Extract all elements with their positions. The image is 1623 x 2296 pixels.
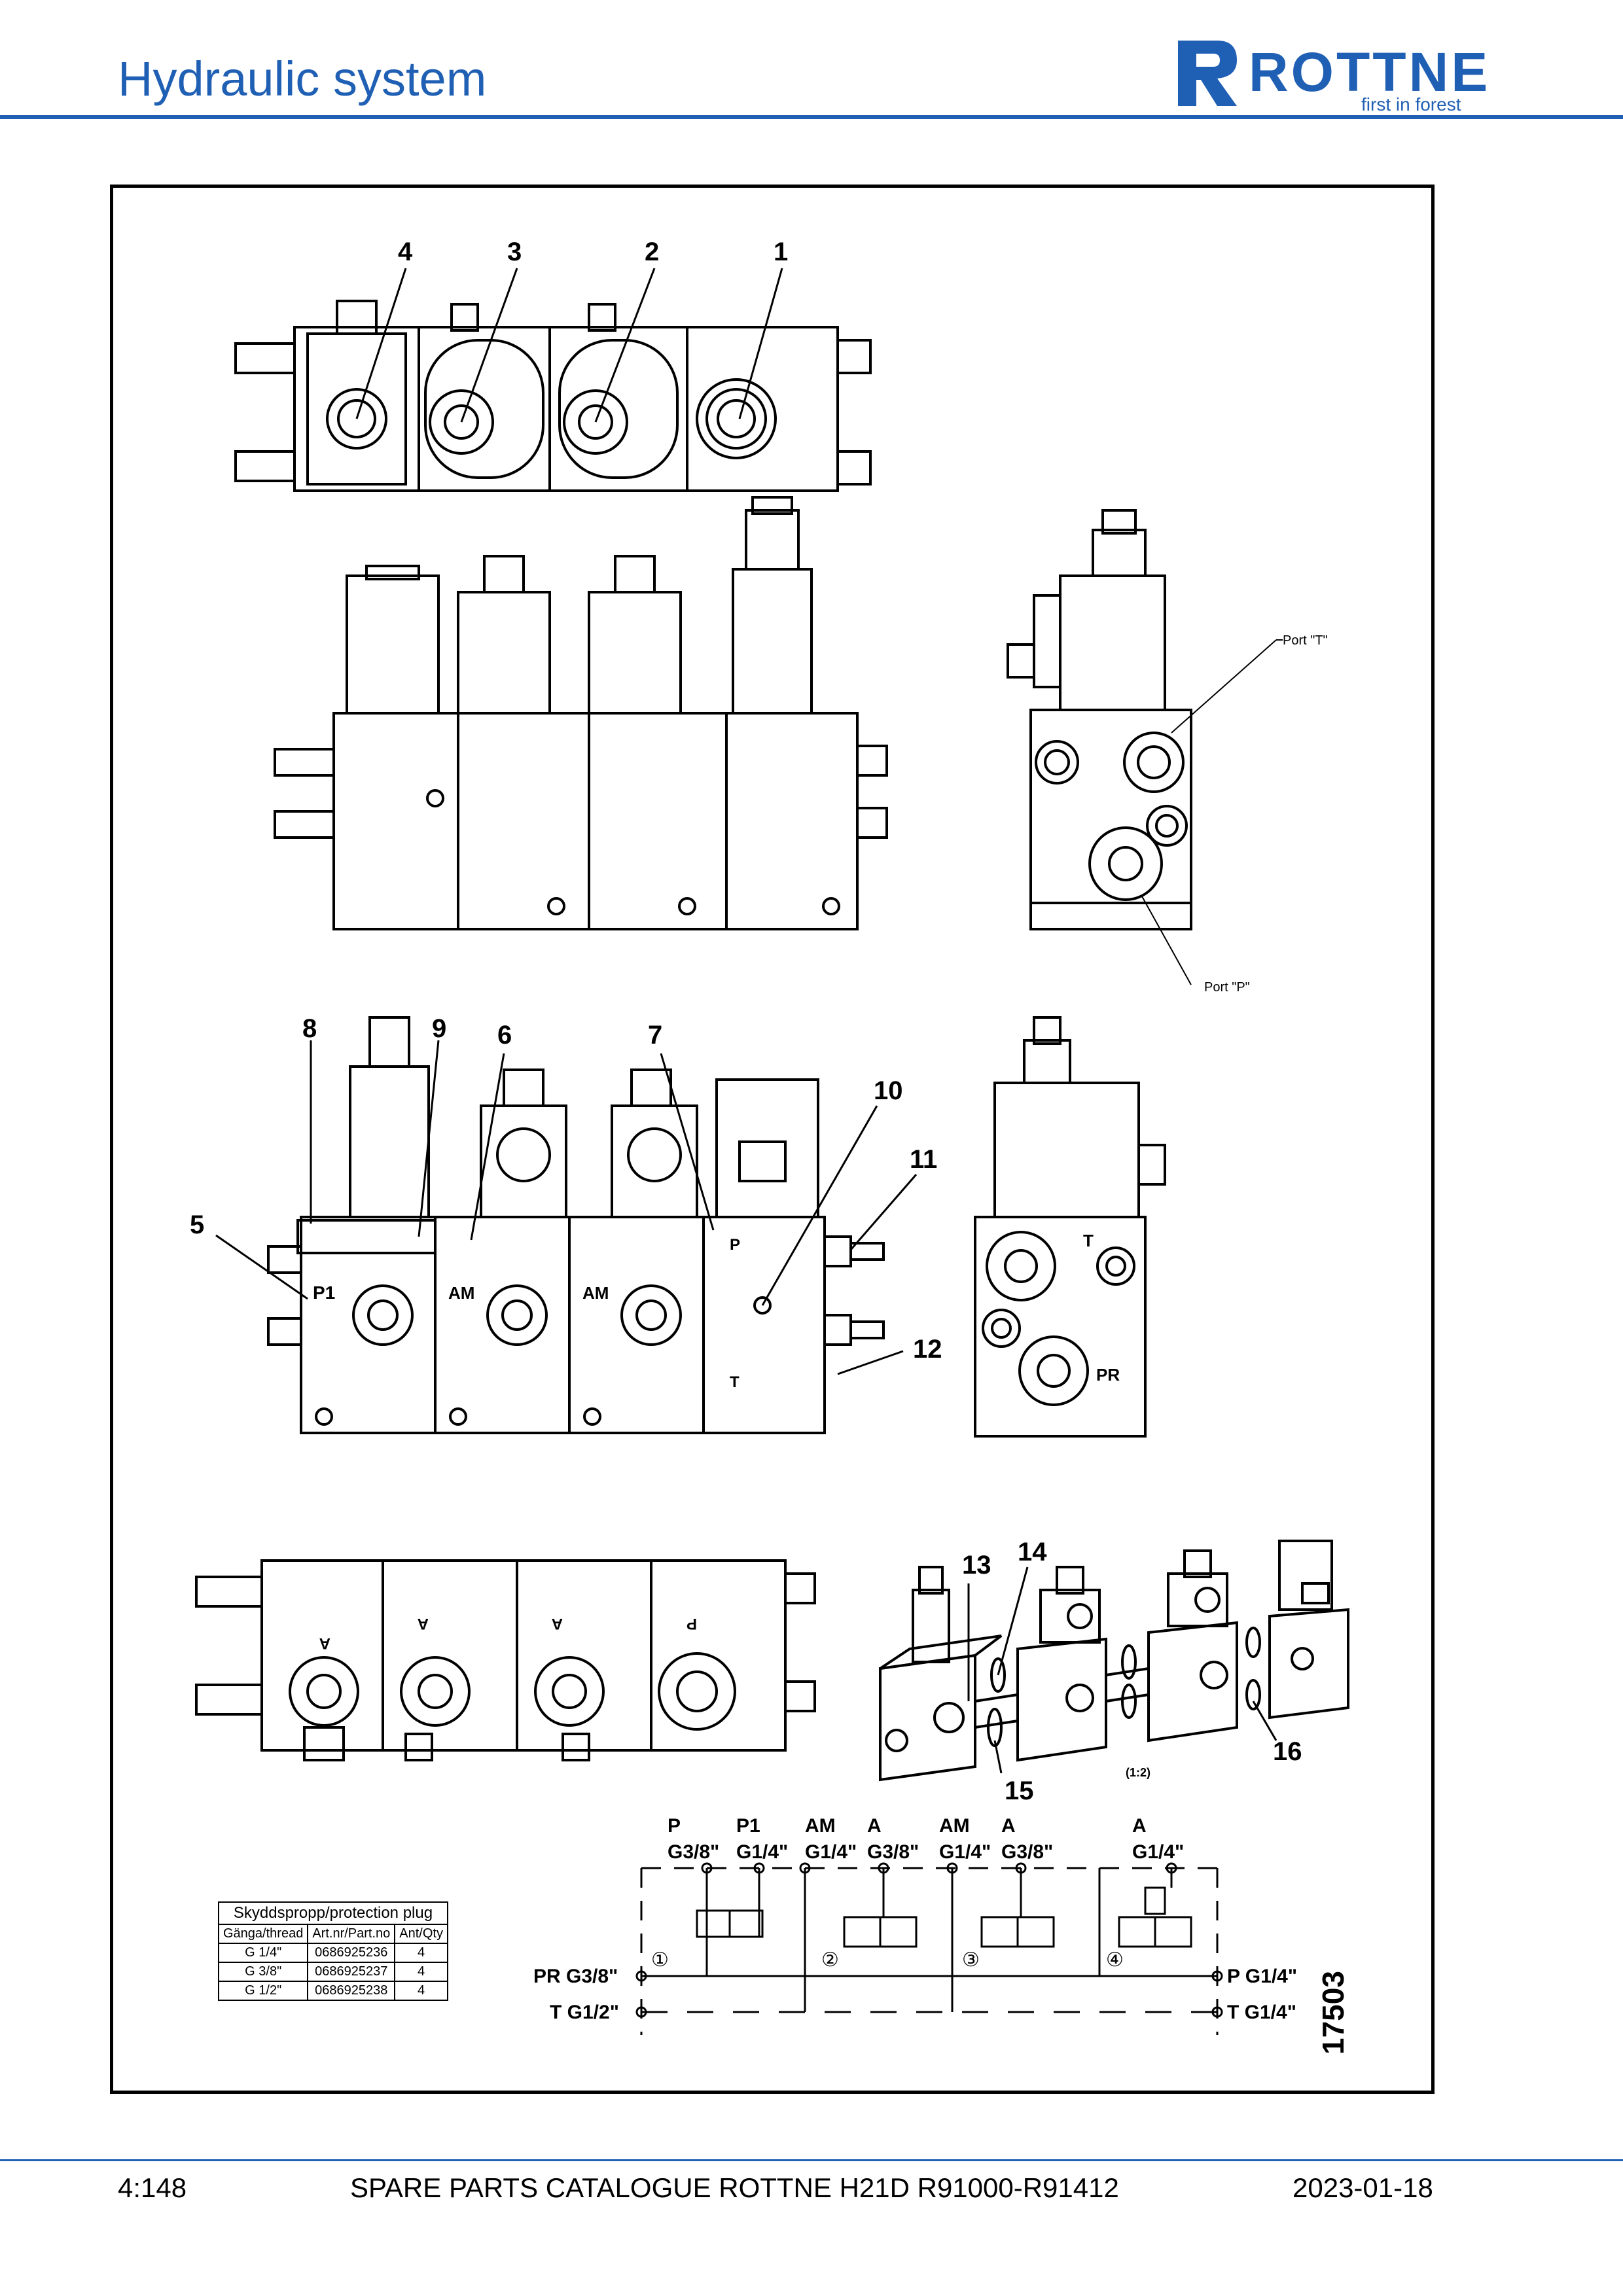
sch-port-2-name: P1 <box>736 1815 760 1837</box>
sch-section-4: ④ <box>1106 1949 1124 1971</box>
footer-date: 2023-01-18 <box>1293 2172 1433 2203</box>
footer-catalogue-title: SPARE PARTS CATALOGUE ROTTNE H21D R91000… <box>350 2172 1119 2203</box>
plug-thread: G 1/4" <box>217 1943 309 1963</box>
sch-port-2-thread: G1/4" <box>736 1841 788 1863</box>
port-p-label-bottom: P <box>687 1615 697 1633</box>
plug-partno: 0686925237 <box>307 1962 396 1982</box>
callout-15: 15 <box>1005 1776 1034 1805</box>
footer-rule <box>0 2159 1623 2161</box>
port-a-label-1: A <box>319 1634 330 1652</box>
sch-port-6-name: A <box>1001 1815 1016 1837</box>
port-p-label: Port "P" <box>1204 980 1250 995</box>
sch-section-2: ② <box>821 1949 839 1971</box>
callout-14: 14 <box>1018 1538 1047 1566</box>
callout-2: 2 <box>645 238 659 266</box>
front-view-block <box>274 496 888 930</box>
bottom-view-block <box>195 1559 816 1761</box>
port-a-label-3: A <box>552 1615 563 1633</box>
port-pr-label: PR <box>1096 1365 1120 1385</box>
callout-6: 6 <box>497 1021 512 1050</box>
sch-port-5-thread: G1/4" <box>939 1841 991 1863</box>
logo-mark-icon <box>1178 41 1237 106</box>
exploded-isometric <box>879 1540 1349 1782</box>
side-view-block <box>1007 509 1283 985</box>
callout-1: 1 <box>774 238 788 266</box>
drawing-frame <box>110 185 1435 2094</box>
callout-leaders <box>215 268 1277 1774</box>
callout-10: 10 <box>874 1076 903 1105</box>
sch-left-pr: PR G3/8" <box>533 1966 618 1987</box>
sch-port-5-name: AM <box>939 1815 970 1837</box>
plug-table-header-qty: Ant/Qty <box>394 1924 448 1944</box>
plug-partno: 0686925236 <box>307 1943 396 1963</box>
port-p-label-front: P <box>730 1236 740 1254</box>
plug-qty: 4 <box>394 1943 448 1963</box>
page-title: Hydraulic system <box>118 52 487 106</box>
port-labels: Port "T" Port "P" P1 AM AM P T T PR A A … <box>313 633 1328 1779</box>
logo-tagline: first in forest <box>1361 94 1461 115</box>
port-p1-label: P1 <box>313 1282 335 1303</box>
sch-section-3: ③ <box>962 1949 980 1971</box>
plug-qty: 4 <box>394 1981 448 2001</box>
sch-right-t: T G1/4" <box>1227 2002 1296 2023</box>
callout-16: 16 <box>1273 1737 1302 1766</box>
sch-port-3-thread: G1/4" <box>805 1841 857 1863</box>
callout-12: 12 <box>913 1335 942 1364</box>
port-am-label-2: AM <box>582 1283 609 1303</box>
callout-8: 8 <box>302 1014 317 1043</box>
table-row: G 3/8" 0686925237 4 <box>217 1962 448 1982</box>
table-row: G 1/2" 0686925238 4 <box>217 1981 448 2001</box>
plug-table-header-thread: Gänga/thread <box>217 1924 309 1944</box>
plug-thread: G 1/2" <box>217 1981 309 2001</box>
callout-7: 7 <box>648 1021 662 1050</box>
plug-thread: G 3/8" <box>217 1962 309 1982</box>
top-view-block <box>234 300 872 492</box>
plug-partno: 0686925238 <box>307 1981 396 2001</box>
scale-label: (1:2) <box>1126 1766 1150 1779</box>
front-ports-view <box>267 1016 885 1434</box>
side-ports-view <box>974 1016 1166 1438</box>
port-t-label-front: T <box>730 1373 740 1391</box>
sch-port-6-thread: G3/8" <box>1001 1841 1053 1863</box>
port-t-label: Port "T" <box>1283 633 1328 648</box>
sch-port-1-name: P <box>668 1815 681 1837</box>
callout-3: 3 <box>507 238 522 266</box>
drawing-number: 17503 <box>1316 1971 1350 2055</box>
protection-plug-table: Skyddspropp/protection plug Gänga/thread… <box>217 1901 448 2001</box>
callout-11: 11 <box>910 1145 937 1174</box>
sch-port-1-thread: G3/8" <box>668 1841 719 1863</box>
header-rule <box>0 115 1623 119</box>
plug-qty: 4 <box>394 1962 448 1982</box>
sch-port-7-thread: G1/4" <box>1132 1841 1184 1863</box>
footer-page-number: 4:148 <box>118 2172 187 2203</box>
sch-port-3-name: AM <box>805 1815 836 1837</box>
schematic-labels: P G3/8" P1 G1/4" AM G1/4" A G3/8" AM G1/… <box>533 1815 1297 2023</box>
table-row: G 1/4" 0686925236 4 <box>217 1943 448 1963</box>
callout-13: 13 <box>962 1551 991 1580</box>
sch-section-1: ① <box>651 1949 669 1971</box>
plug-table-header-partno: Art.nr/Part.no <box>307 1924 396 1944</box>
sch-port-4-name: A <box>867 1815 882 1837</box>
plug-table-title: Skyddspropp/protection plug <box>218 1901 448 1925</box>
callout-4: 4 <box>398 238 413 266</box>
sch-right-p: P G1/4" <box>1227 1966 1297 1987</box>
sch-left-t: T G1/2" <box>550 2002 619 2023</box>
port-t-label-side: T <box>1083 1231 1094 1250</box>
sch-port-7-name: A <box>1132 1815 1147 1837</box>
port-am-label-1: AM <box>448 1283 474 1303</box>
callout-5: 5 <box>190 1210 204 1239</box>
logo-wordmark: ROTTNE <box>1249 41 1491 103</box>
callout-numbers: 1 2 3 4 5 6 7 8 9 10 11 12 13 14 15 16 <box>190 238 1302 1805</box>
sch-port-4-thread: G3/8" <box>867 1841 919 1863</box>
callout-9: 9 <box>432 1014 446 1043</box>
rottne-logo: ROTTNE first in forest <box>1171 34 1512 115</box>
hydraulic-schematic <box>635 1862 1223 2035</box>
port-a-label-2: A <box>418 1615 429 1633</box>
